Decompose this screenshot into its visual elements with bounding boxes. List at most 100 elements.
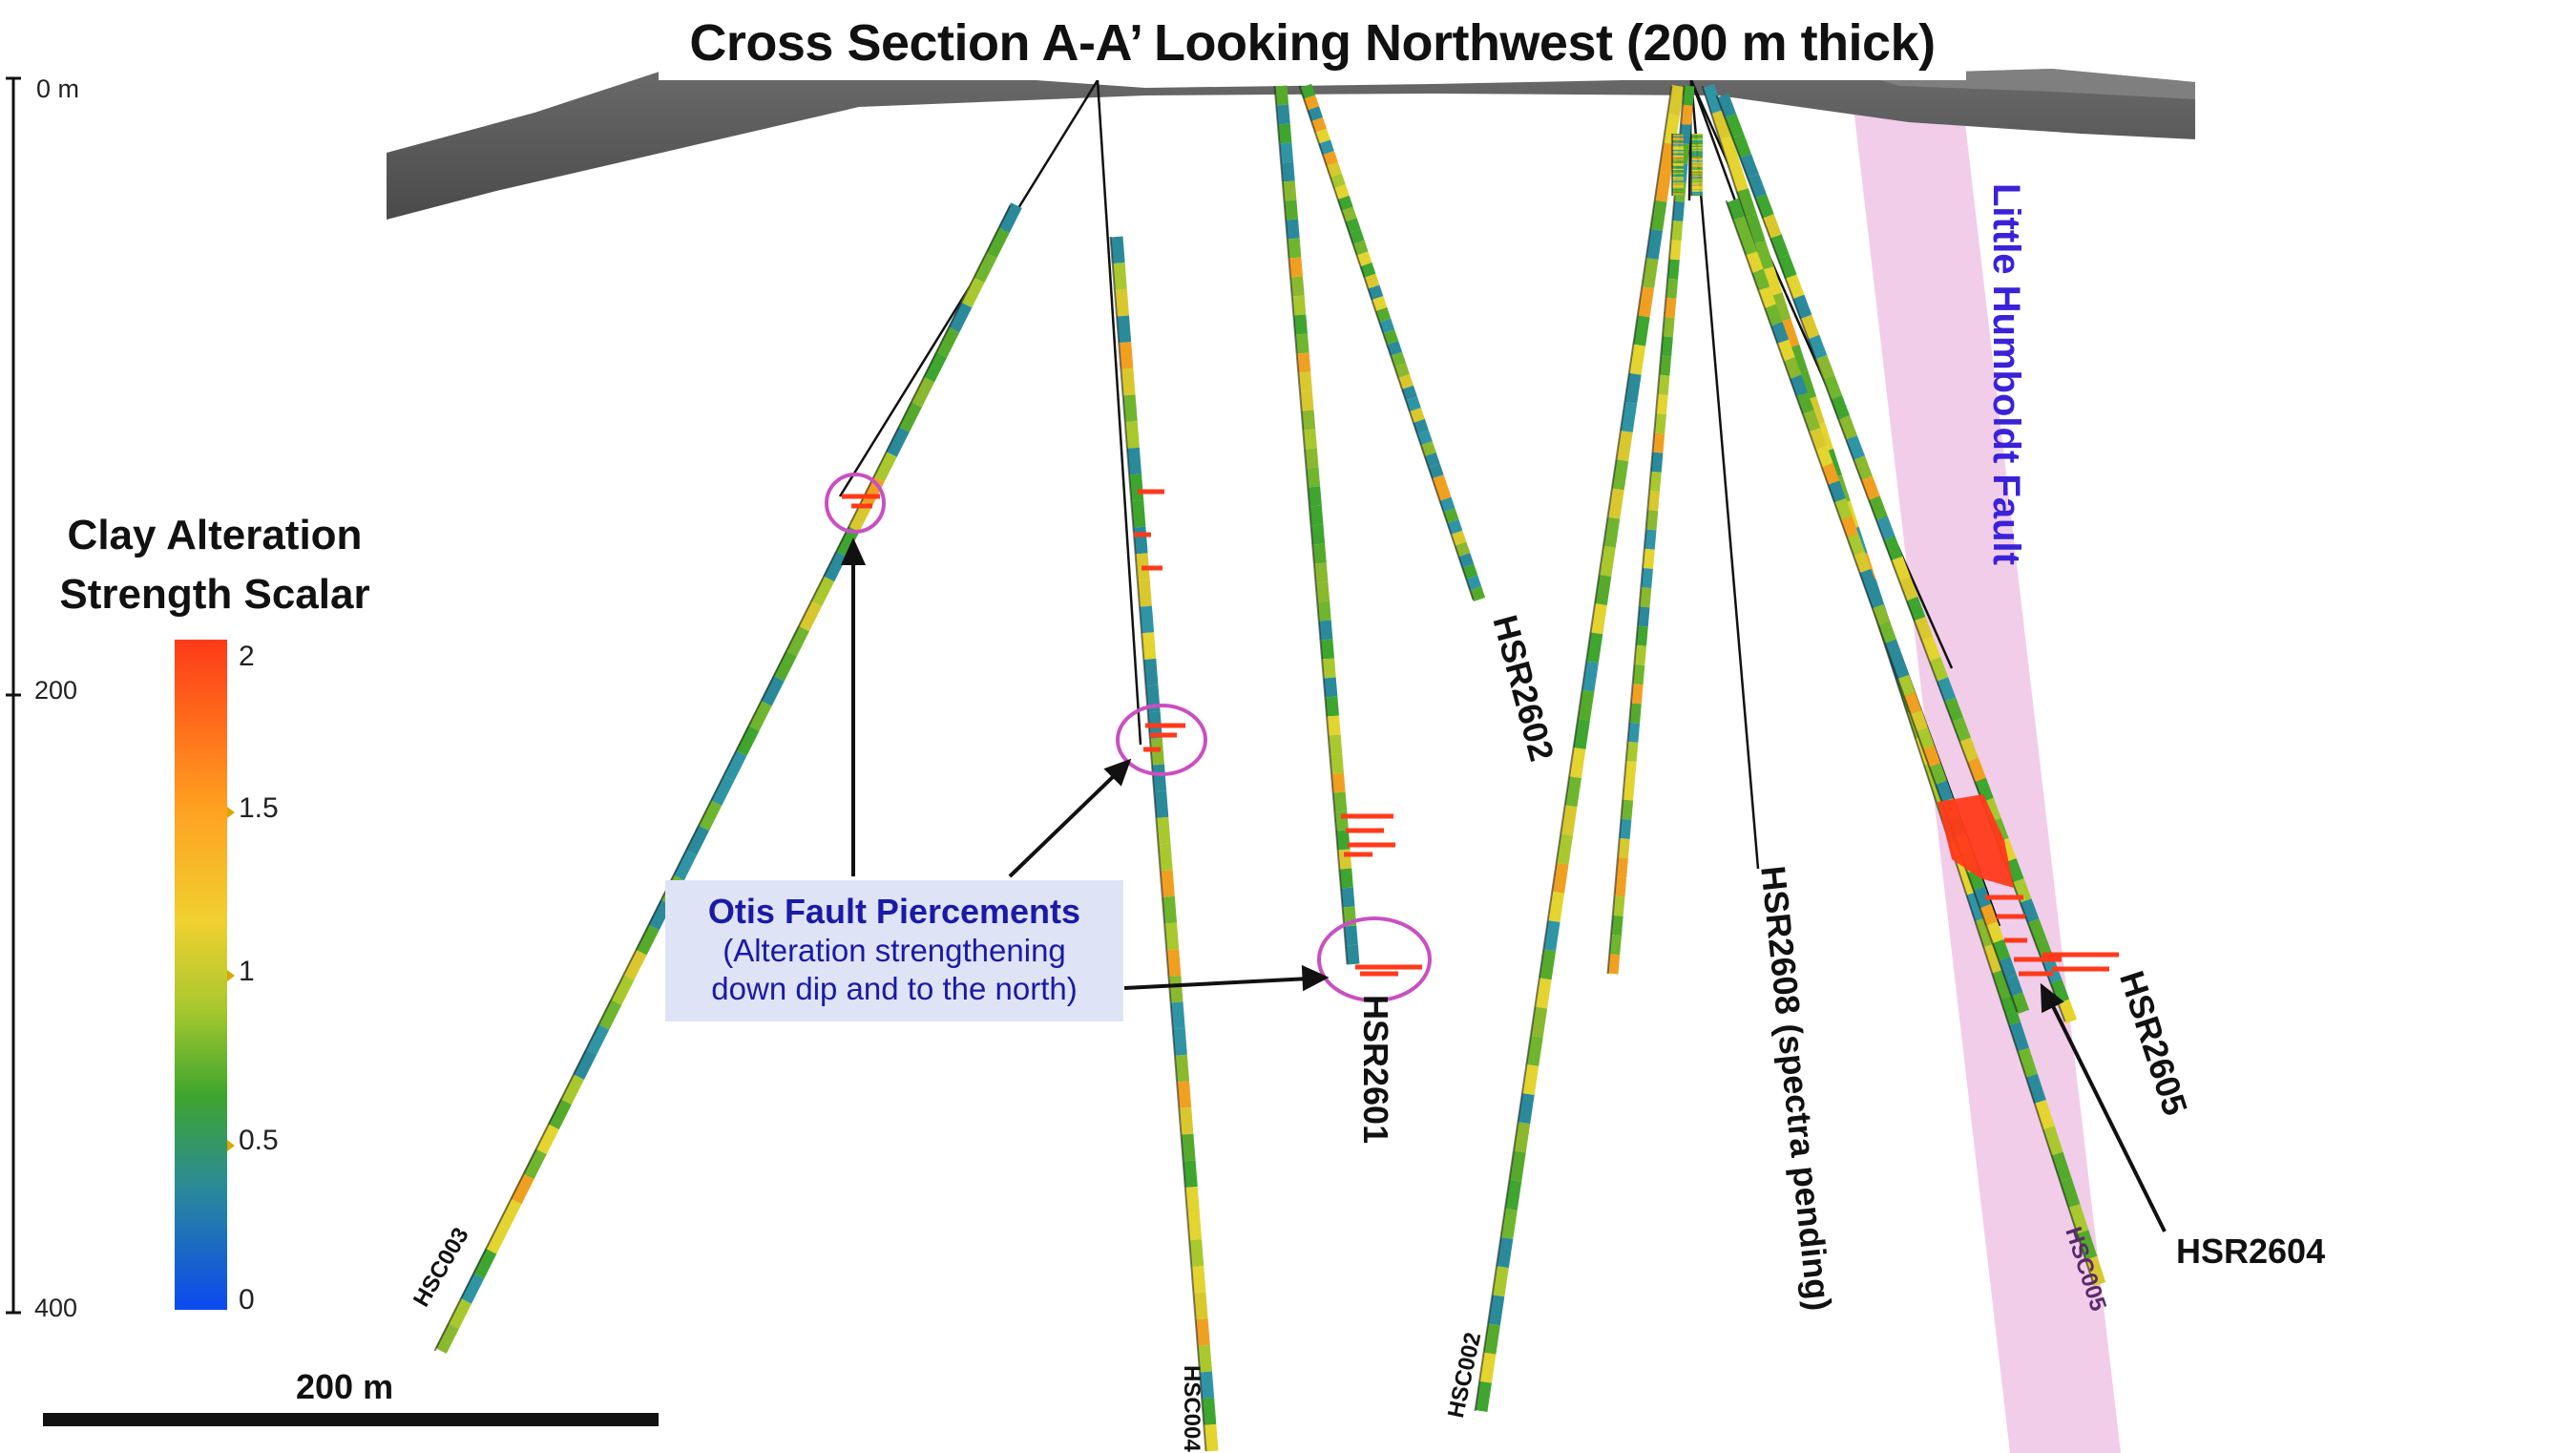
drillhole-segment-hsc005 [1745,214,1766,244]
drillhole-segment-hsc003 [460,1273,485,1304]
drillhole-segment-hsc003 [948,302,973,333]
drillhole-segment-hsr2602 [1439,496,1456,513]
drillhole-segment-hsr2608a [1619,818,1632,839]
drillhole-segment-hsr2601 [1277,123,1292,144]
drillhole-segment-hsr2604 [1790,374,1809,397]
drillhole-segment-hsc002 [1581,661,1599,692]
drillhole-segment-hsc003 [560,1074,585,1106]
drillhole-segment-hsr2602 [1368,284,1384,301]
drillhole-segment-hsc003 [448,1297,472,1329]
drillhole-segment-hsr2601 [1320,639,1335,660]
drillhole-segment-hsc002 [1578,689,1595,721]
drillhole-edge-hsr2602 [1298,85,1475,600]
drillhole-segment-hsc002 [1518,1093,1535,1125]
drillhole-segment-hsr2605 [2050,979,2070,1004]
drillhole-segment-hsc005 [1779,318,1800,348]
drillhole-segment-hsc003 [898,401,922,432]
drillhole-segment-hsr2605 [1808,334,1828,360]
drillhole-segment-hsr2601 [1293,314,1308,335]
drillhole-segment-hsc005 [2051,1151,2072,1182]
drillhole-segment-hsc004 [1151,764,1167,792]
drillhole-segment-hsc002 [1492,1266,1509,1297]
drillhole-segment-hsc002 [1483,1323,1500,1355]
drillhole-segment-hsr2601 [1276,104,1290,125]
drillhole-segment-hsc003 [648,899,672,931]
drillhole-segment-hsr2602 [1337,195,1353,211]
drillhole-segment-hsr2608a [1645,510,1659,531]
drillhole-segment-hsr2601 [1295,333,1309,354]
drillhole-segment-hsr2602 [1420,441,1436,457]
drillhole-segment-hsr2602 [1424,452,1440,468]
drillhole-segment-hsr2608a [1639,587,1652,608]
drillhole-segment-hsc002 [1560,805,1578,836]
drillhole-segment-hsr2608a [1616,857,1628,878]
drillhole-segment-hsc004 [1174,1054,1190,1083]
drillhole-segment-hsr2601 [1303,429,1317,450]
drillhole-segment-hsr2601 [1281,161,1295,182]
drillhole-segment-hsr2605 [1929,657,1949,682]
drillhole-segment-hsc003 [685,825,710,856]
drillhole-segment-hsc004 [1193,1292,1208,1320]
legend-tick-1-5: 1.5 [239,792,279,824]
drillhole-segment-hsr2602 [1409,408,1425,423]
drillhole-segment-hsc005 [2034,1100,2055,1130]
drillhole-segment-hsc003 [485,1223,510,1254]
drillhole-segment-hsr2604 [1833,497,1853,520]
drillhole-segment-hsr2608a [1632,664,1645,685]
drillhole-segment-hsr2605 [1731,133,1751,158]
drillhole-segment-hsr2608a [1636,625,1648,646]
drillhole-segment-hsr2605 [2012,878,2032,903]
drillhole-segment-hsr2601 [1323,677,1338,698]
piercement-circles [825,473,1432,1002]
drillhole-edge-hsr2601 [1273,85,1349,965]
drillhole-segment-hsr2601 [1304,448,1319,469]
drillhole-segment-hsc005 [1795,370,1817,401]
legend-color-bar [175,640,227,1310]
drillhole-segment-hsr2602 [1322,151,1338,166]
drillhole-segment-hsr2608a [1659,355,1672,376]
drillhole-segment-hsc003 [573,1049,597,1080]
drillhole-segment-hsr2604 [1751,268,1770,291]
drillhole-segment-hsr2608a [1681,104,1693,125]
drillhole-edge-hsr2608a [1606,85,1686,975]
drillhole-segment-hsc004 [1158,843,1173,872]
drillhole-segment-hsr2602 [1390,351,1407,368]
annotation-heading: Otis Fault Piercements [707,892,1081,931]
drillhole-segment-hsc005 [1736,188,1757,219]
drillhole-segment-hsr2604 [1910,709,1929,732]
drillhole-segment-hsr2602 [1341,206,1357,222]
drillhole-segment-hsc005 [1975,917,1996,948]
drillhole-segment-hsr2601 [1328,734,1343,755]
drillhole-segment-hsr2608a [1657,374,1670,395]
legend-title: Clay Alteration Strength Scalar [24,506,406,624]
drillhole-segment-hsc005 [2025,1073,2046,1105]
drillhole-segment-hsr2608a [1655,394,1668,415]
drillhole-segment-hsc003 [773,650,797,682]
drillhole-segment-hsr2604 [1758,286,1776,309]
drillhole-segment-hsr2604 [1929,763,1947,785]
drillhole-segment-hsr2605 [1792,294,1812,320]
drillhole-segment-hsr2605 [1785,274,1805,300]
drillhole-segment-hsc003 [761,675,785,706]
drillhole-segment-hsr2602 [1435,485,1452,501]
drillhole-segment-hsr2602 [1352,240,1369,256]
drillhole-segment-hsr2601 [1313,562,1329,583]
drillhole-segment-hsr2605 [1770,234,1790,259]
drillhole-segment-hsc003 [510,1173,534,1205]
drillhole-segment-hsr2604 [1979,903,1998,926]
drillhole-segment-hsr2608a [1617,838,1630,859]
drillhole-segment-hsc005 [2017,1047,2038,1078]
drillhole-segment-hsc004 [1204,1423,1219,1452]
drillhole-segment-hsr2601 [1315,581,1330,602]
drillhole-segment-hsr2602 [1349,228,1365,244]
drillhole-segment-hsc004 [1129,474,1144,502]
drillhole-segment-hsc003 [973,252,997,284]
drillhole-segment-hsr2601 [1318,620,1333,641]
drillhole-segment-hsc003 [923,351,948,383]
drillhole-segment-hsr2602 [1333,184,1350,200]
drillhole-segment-hsc002 [1569,748,1586,779]
drillhole-segment-hsr2601 [1344,925,1358,946]
drillhole-segment-hsc005 [2000,995,2021,1026]
drillhole-segment-hsc002 [1624,372,1642,404]
drillhole-segment-hsc003 [698,800,723,832]
